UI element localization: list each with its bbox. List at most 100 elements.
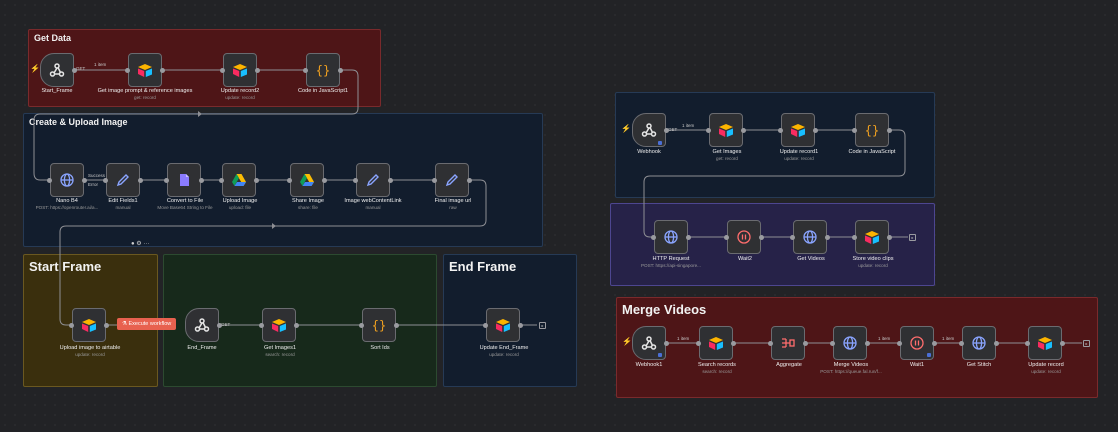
node-code-javascript1[interactable]: {} — [306, 53, 340, 87]
node-nano-b4[interactable] — [50, 163, 84, 197]
input-port[interactable] — [778, 127, 783, 133]
node-convert-to-file[interactable] — [167, 163, 201, 197]
output-port[interactable] — [887, 234, 892, 240]
output-port[interactable] — [394, 322, 399, 328]
output-port[interactable] — [759, 234, 764, 240]
node-get-image-prompt[interactable] — [128, 53, 162, 87]
node-label: Get Videos — [797, 256, 825, 262]
input-port[interactable] — [651, 234, 656, 240]
input-port[interactable] — [259, 322, 264, 328]
add-node-icon[interactable]: ▸ — [539, 322, 546, 329]
input-port[interactable] — [432, 177, 437, 183]
output-port[interactable] — [467, 177, 472, 183]
output-port[interactable] — [322, 177, 327, 183]
output-port[interactable] — [994, 340, 999, 346]
node-start-frame[interactable] — [40, 53, 74, 87]
node-get-stitch[interactable] — [962, 326, 996, 360]
node-label: Wait1 — [909, 362, 925, 368]
output-port[interactable] — [686, 234, 691, 240]
input-port[interactable] — [724, 234, 729, 240]
output-port[interactable] — [731, 340, 736, 346]
output-port[interactable] — [254, 177, 259, 183]
output-port[interactable] — [160, 67, 165, 73]
node-upload-image-airtable[interactable] — [72, 308, 106, 342]
node-upload-image[interactable] — [222, 163, 256, 197]
output-port[interactable] — [72, 67, 77, 73]
execute-workflow-button[interactable]: ⚗ Execute workflow — [117, 318, 177, 330]
output-port[interactable] — [199, 177, 204, 183]
input-port[interactable] — [768, 340, 773, 346]
output-port[interactable] — [865, 340, 870, 346]
input-port[interactable] — [353, 177, 358, 183]
node-update-record1[interactable] — [781, 113, 815, 147]
output-port[interactable] — [803, 340, 808, 346]
output-port[interactable] — [664, 127, 669, 133]
output-port[interactable] — [825, 234, 830, 240]
output-port[interactable] — [82, 177, 87, 183]
node-code-javascript[interactable]: {} — [855, 113, 889, 147]
node-final-image-url[interactable] — [435, 163, 469, 197]
node-update-record[interactable] — [1028, 326, 1062, 360]
add-node-icon[interactable]: ▸ — [909, 234, 916, 241]
node-update-end-frame[interactable] — [486, 308, 520, 342]
node-toolbar[interactable]: ● ⚙ ··· — [131, 241, 150, 247]
node-sort-ids[interactable]: {} — [362, 308, 396, 342]
input-port[interactable] — [220, 67, 225, 73]
input-port[interactable] — [852, 234, 857, 240]
input-port[interactable] — [830, 340, 835, 346]
input-port[interactable] — [125, 67, 130, 73]
sticky-title: Merge Videos — [622, 302, 707, 317]
input-port[interactable] — [219, 177, 224, 183]
svg-text:{}: {} — [316, 64, 330, 78]
node-get-images1[interactable] — [262, 308, 296, 342]
input-port[interactable] — [69, 322, 74, 328]
output-port[interactable] — [104, 322, 109, 328]
output-port[interactable] — [338, 67, 343, 73]
node-store-video-clips[interactable] — [855, 220, 889, 254]
node-update-record2[interactable] — [223, 53, 257, 87]
node-edit-fields1[interactable] — [106, 163, 140, 197]
input-port[interactable] — [959, 340, 964, 346]
input-port[interactable] — [287, 177, 292, 183]
input-port[interactable] — [483, 322, 488, 328]
node-end-frame[interactable] — [185, 308, 219, 342]
node-get-images[interactable] — [709, 113, 743, 147]
input-port[interactable] — [696, 340, 701, 346]
output-port[interactable] — [388, 177, 393, 183]
node-aggregate[interactable] — [771, 326, 805, 360]
node-get-videos[interactable] — [793, 220, 827, 254]
output-port[interactable] — [741, 127, 746, 133]
output-port[interactable] — [138, 177, 143, 183]
output-port[interactable] — [664, 340, 669, 346]
output-port[interactable] — [217, 322, 222, 328]
input-port[interactable] — [303, 67, 308, 73]
code-braces-icon: {} — [372, 319, 386, 333]
node-image-webcontentlink[interactable] — [356, 163, 390, 197]
output-port[interactable] — [1060, 340, 1065, 346]
output-port[interactable] — [518, 322, 523, 328]
output-port[interactable] — [932, 340, 937, 346]
node-wait2[interactable] — [727, 220, 761, 254]
input-port[interactable] — [359, 322, 364, 328]
output-port[interactable] — [887, 127, 892, 133]
sticky-merge-videos[interactable]: Merge Videos — [616, 297, 1098, 398]
node-share-image[interactable] — [290, 163, 324, 197]
input-port[interactable] — [790, 234, 795, 240]
output-port[interactable] — [813, 127, 818, 133]
node-search-records[interactable] — [699, 326, 733, 360]
add-node-icon[interactable]: ▸ — [1083, 340, 1090, 347]
input-port[interactable] — [852, 127, 857, 133]
output-port[interactable] — [255, 67, 260, 73]
input-port[interactable] — [897, 340, 902, 346]
input-port[interactable] — [1025, 340, 1030, 346]
input-port[interactable] — [103, 177, 108, 183]
node-label: Code in JavaScript1 — [297, 88, 349, 94]
output-port[interactable] — [294, 322, 299, 328]
node-merge-videos[interactable] — [833, 326, 867, 360]
node-http-request[interactable] — [654, 220, 688, 254]
input-port[interactable] — [47, 177, 52, 183]
input-port[interactable] — [164, 177, 169, 183]
input-port[interactable] — [706, 127, 711, 133]
